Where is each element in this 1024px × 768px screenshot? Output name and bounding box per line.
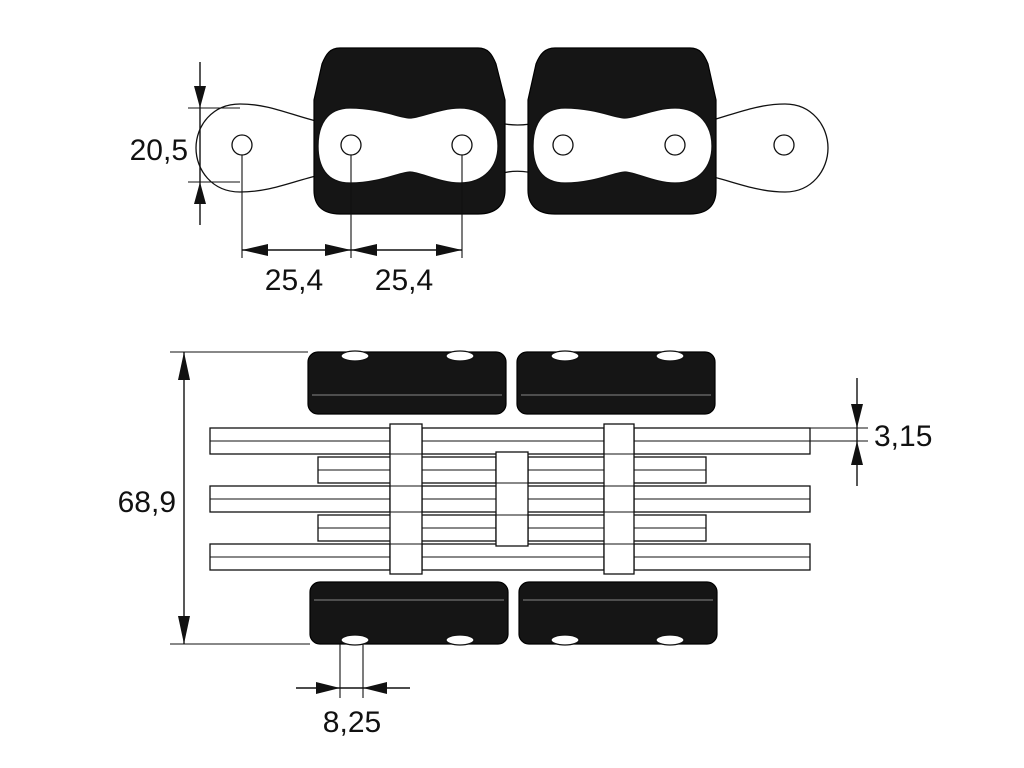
- pins: [389, 423, 635, 575]
- side-link-plate-outer: [195, 103, 321, 193]
- side-inner-plate-right: [532, 107, 713, 184]
- side-view: 20,5 25,4 25,4: [130, 47, 829, 297]
- pin-hole: [231, 134, 253, 156]
- side-link-plate-right: [704, 103, 829, 193]
- top-shoe-lower-right: [518, 581, 718, 645]
- dimension-pitch: 25,4 25,4: [241, 155, 463, 297]
- pin-hole: [552, 134, 574, 156]
- dimension-plate-thickness: 3,15: [810, 378, 932, 486]
- side-inner-plate-left: [317, 107, 499, 184]
- dimension-label-roller-gap: 8,25: [323, 706, 381, 739]
- top-view: 68,9 3,15 8,25: [118, 350, 932, 739]
- pin-hole: [773, 134, 795, 156]
- pin-hole: [451, 134, 473, 156]
- dimension-label-pitch-right: 25,4: [375, 264, 433, 297]
- top-shoe-upper-left: [307, 351, 507, 415]
- top-shoe-lower-left: [309, 581, 509, 645]
- dimension-label-pitch-left: 25,4: [265, 264, 323, 297]
- dimension-label-link-height: 20,5: [130, 134, 188, 167]
- dimension-label-overall-width: 68,9: [118, 486, 176, 519]
- dimension-link-height: 20,5: [130, 62, 240, 225]
- plate-row-5: [209, 543, 811, 571]
- dimension-overall-width: 68,9: [118, 351, 310, 645]
- pin-hole: [340, 134, 362, 156]
- pin-hole: [664, 134, 686, 156]
- top-shoe-upper-right: [516, 351, 716, 415]
- plate-row-1: [209, 427, 811, 455]
- dimension-roller-gap: 8,25: [296, 644, 410, 739]
- dimension-label-plate-thickness: 3,15: [874, 420, 932, 453]
